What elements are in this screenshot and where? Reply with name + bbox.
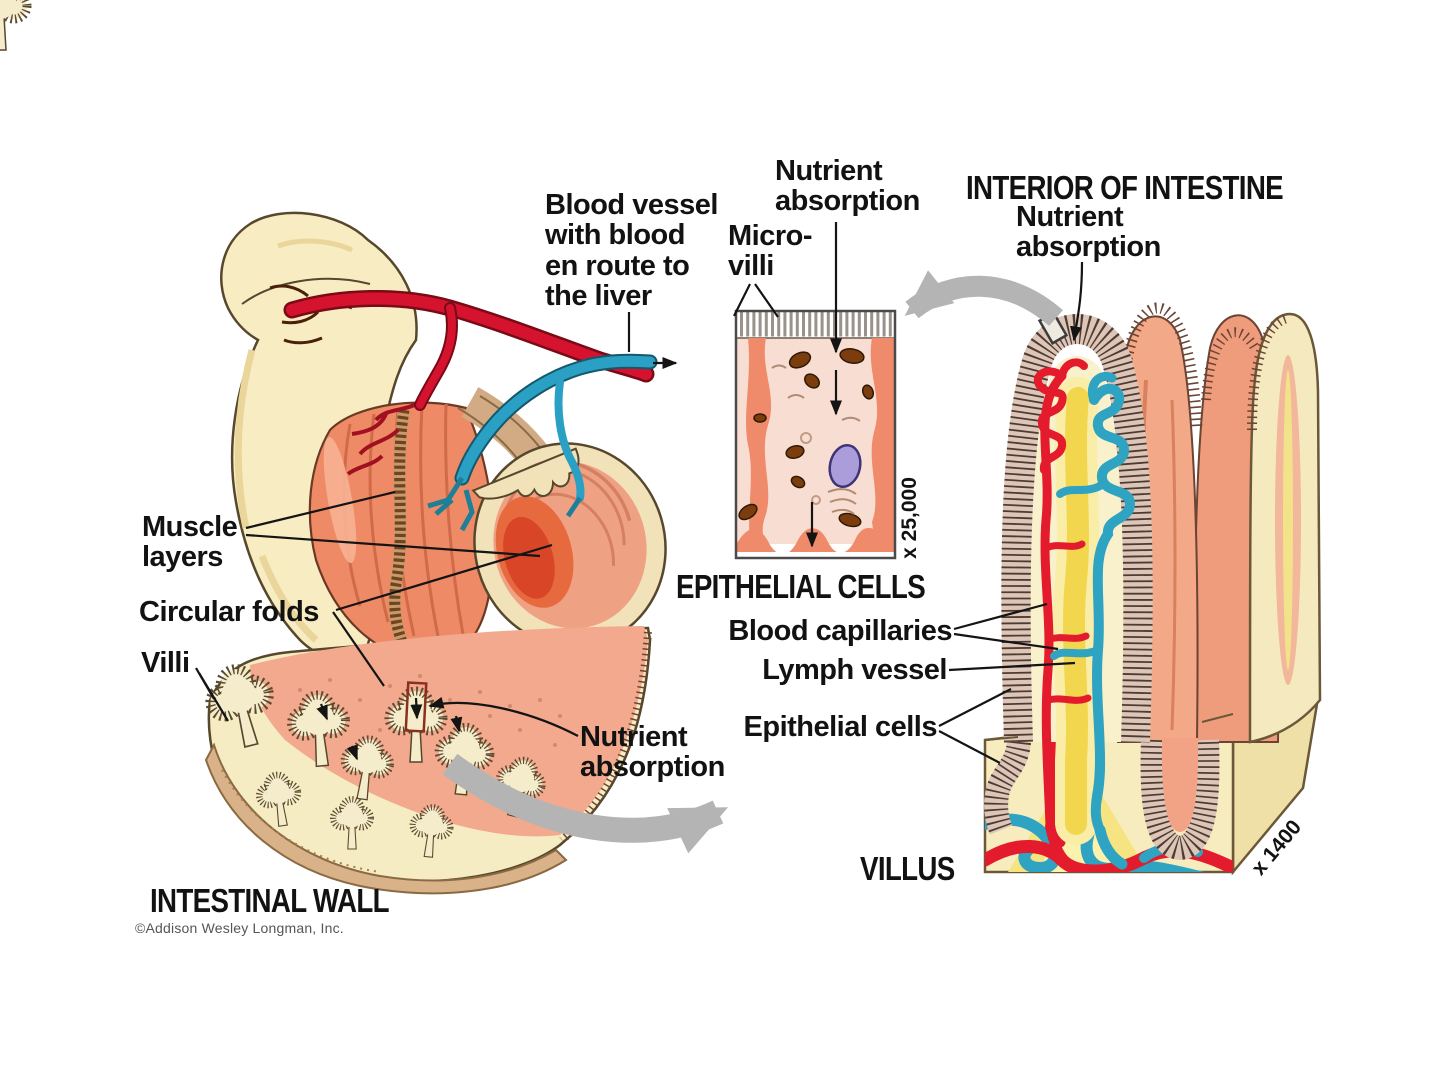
cut-opening-circular-folds [471,442,667,648]
villus-zoom-highlight-box [404,681,428,733]
villus-tree [0,0,32,51]
label-muscle-layers: Muscle layers [142,511,238,574]
label-circular-folds: Circular folds [139,596,319,628]
wedge-mucosa-surface [250,626,648,837]
label-blood-vessel: Blood vessel with blood en route to the … [545,189,718,313]
epithelial-cells-box [734,309,897,560]
label-nutrient-absorption-epithelial: Nutrient absorption [775,155,920,218]
brush-border [1001,314,1153,743]
gray-curved-arrow-icon-epithelial [904,270,1063,327]
title-villus: VILLUS [860,850,955,887]
gray-curved-arrow-icon-villus [442,753,729,854]
vein-twigs [427,476,583,532]
label-nutrient-absorption-villus: Nutrient absorption [1016,201,1161,264]
blood-capillary-red [1033,358,1092,867]
vein-capillary-blue [1050,372,1136,870]
heading-interior-of-intestine: INTERIOR OF INTESTINE [966,169,1284,206]
villus-diagram [983,302,1322,876]
label-blood-capillaries: Blood capillaries [728,615,952,647]
intestine-segment [220,211,667,662]
label-micro-villi: Micro- villi [728,220,813,283]
vein-blue [456,355,656,484]
title-epithelial-cells: EPITHELIAL CELLS [676,568,926,605]
cell-nucleus [828,443,862,489]
magnification-epithelial: x 25,000 [898,477,921,559]
wedge-muscle-bands [204,742,568,895]
crypt [1140,738,1220,861]
label-epithelial-cells: Epithelial cells [743,711,938,743]
leader-lines [195,222,1084,764]
organelle-squiggles [771,364,861,515]
label-nutrient-absorption-wall: Nutrient absorption [580,721,725,784]
label-villi: Villi [141,647,190,679]
mitochondria [738,348,875,528]
cut-villus [984,311,1153,870]
muscle-layer-cylinder [308,400,495,662]
label-lymph-vessel: Lymph vessel [762,654,947,686]
copyright-line: ©Addison Wesley Longman, Inc. [135,920,344,936]
blood-vessels [283,289,658,532]
title-intestinal-wall: INTESTINAL WALL [150,882,390,919]
lymph-lacteal [1063,387,1089,835]
